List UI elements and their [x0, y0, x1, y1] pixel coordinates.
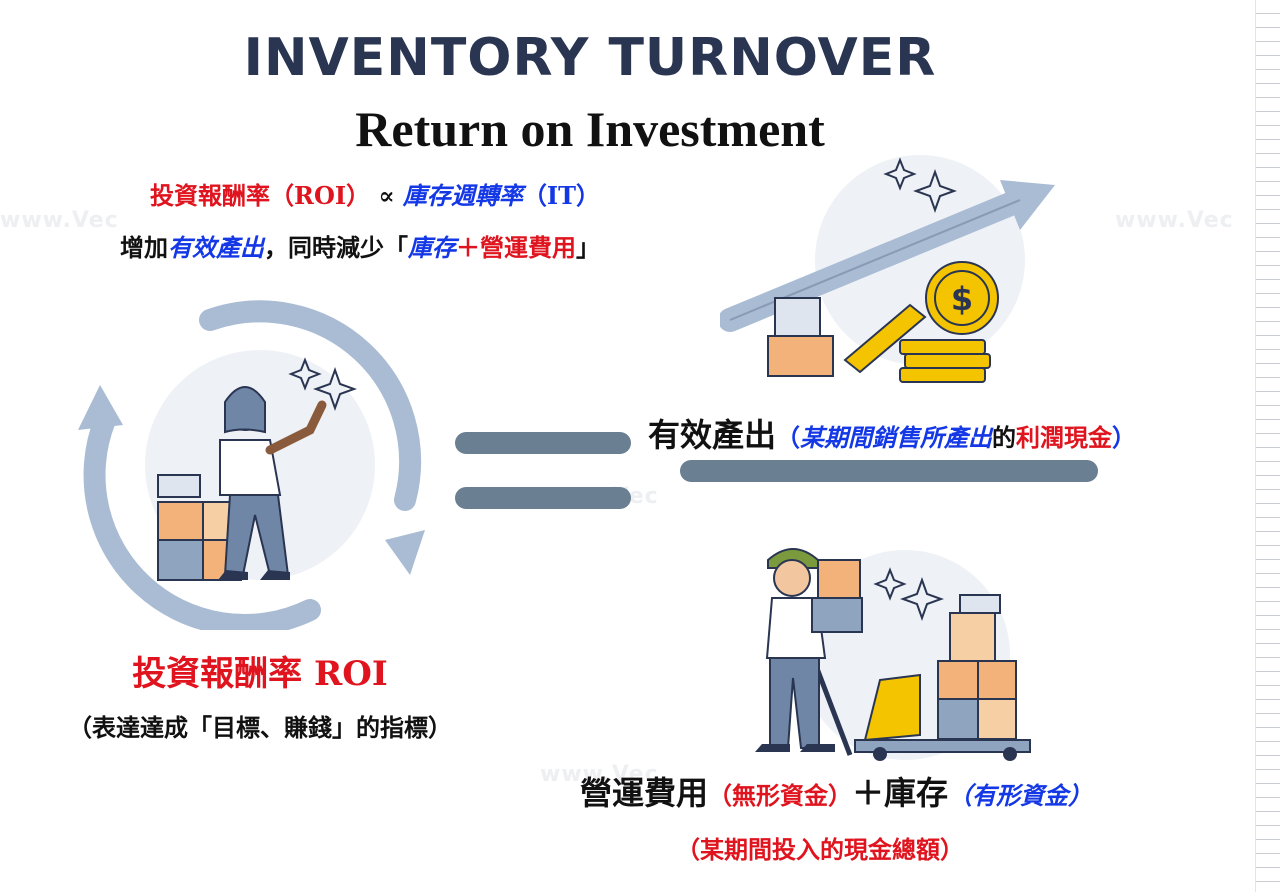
- equals-bar-top: [455, 432, 631, 454]
- fraction-bar: [680, 460, 1098, 482]
- denominator-inventory-note: （有形資金）: [948, 781, 1093, 810]
- denominator-line: 營運費用（無形資金）＋庫存（有形資金）: [580, 768, 1092, 814]
- denominator-explanation: （某期間投入的現金總額）: [676, 835, 964, 864]
- formula-it-abbr: （IT）: [522, 181, 601, 210]
- growth-arrow-icon: $: [720, 155, 1055, 383]
- denominator-plus: ＋: [852, 774, 885, 812]
- tagline-operating-expense: 營運費用: [480, 233, 576, 262]
- sparkle-icon: [288, 357, 357, 411]
- formula-it: 庫存週轉率: [402, 181, 523, 210]
- equals-bar-bottom: [455, 487, 631, 509]
- formula-line: 投資報酬率（ROI） ∝ 庫存週轉率（IT）: [150, 176, 600, 211]
- ruled-margin: [1255, 0, 1280, 892]
- denominator-inventory: 庫存: [884, 774, 949, 812]
- numerator-note-italic: 某期間銷售所產出: [800, 423, 993, 452]
- page-title: INVENTORY TURNOVER: [243, 28, 937, 88]
- tagline-suffix: 」: [576, 233, 600, 262]
- roi-subtitle: （表達達成「目標、賺錢」的指標）: [68, 713, 452, 742]
- denominator-opex-note: （無形資金）: [708, 781, 853, 810]
- hand-truck-worker-icon: [755, 548, 1031, 761]
- proportional-symbol: ∝: [378, 181, 395, 210]
- numerator-note-of: 的: [992, 423, 1017, 452]
- roi-title: 投資報酬率 ROI: [132, 654, 388, 694]
- tagline-plus: ＋: [456, 233, 480, 262]
- denominator-opex: 營運費用: [580, 774, 709, 812]
- tagline-prefix: 增加: [120, 233, 168, 262]
- tagline-effective-output: 有效產出: [168, 233, 264, 262]
- page-subtitle: Return on Investment: [355, 101, 825, 157]
- svg-text:$: $: [951, 280, 973, 318]
- coin-stack-icon: $: [899, 261, 999, 383]
- worker-with-boxes-icon: [157, 386, 327, 581]
- formula-roi: 投資報酬率（ROI）: [150, 181, 371, 210]
- numerator-note-red: 利潤現金: [1016, 423, 1113, 452]
- numerator-label: 有效產出: [648, 416, 777, 454]
- watermark: www.Vec: [540, 762, 659, 787]
- tagline: 增加有效產出，同時減少「庫存＋營運費用」: [120, 228, 600, 263]
- numerator-note-close: ）: [1112, 423, 1137, 452]
- numerator-line: 有效產出（某期間銷售所產出的利潤現金）: [648, 410, 1136, 456]
- sparkle-icon: [873, 567, 944, 621]
- watermark: www.Vec: [1115, 208, 1234, 233]
- tagline-inventory: 庫存: [408, 233, 456, 262]
- tagline-middle: ，同時減少「: [264, 233, 408, 262]
- sparkle-icon: [883, 157, 957, 213]
- cycle-arrows-icon: [78, 300, 425, 630]
- watermark: www.Vec: [0, 208, 119, 233]
- numerator-note-open: （: [776, 423, 801, 452]
